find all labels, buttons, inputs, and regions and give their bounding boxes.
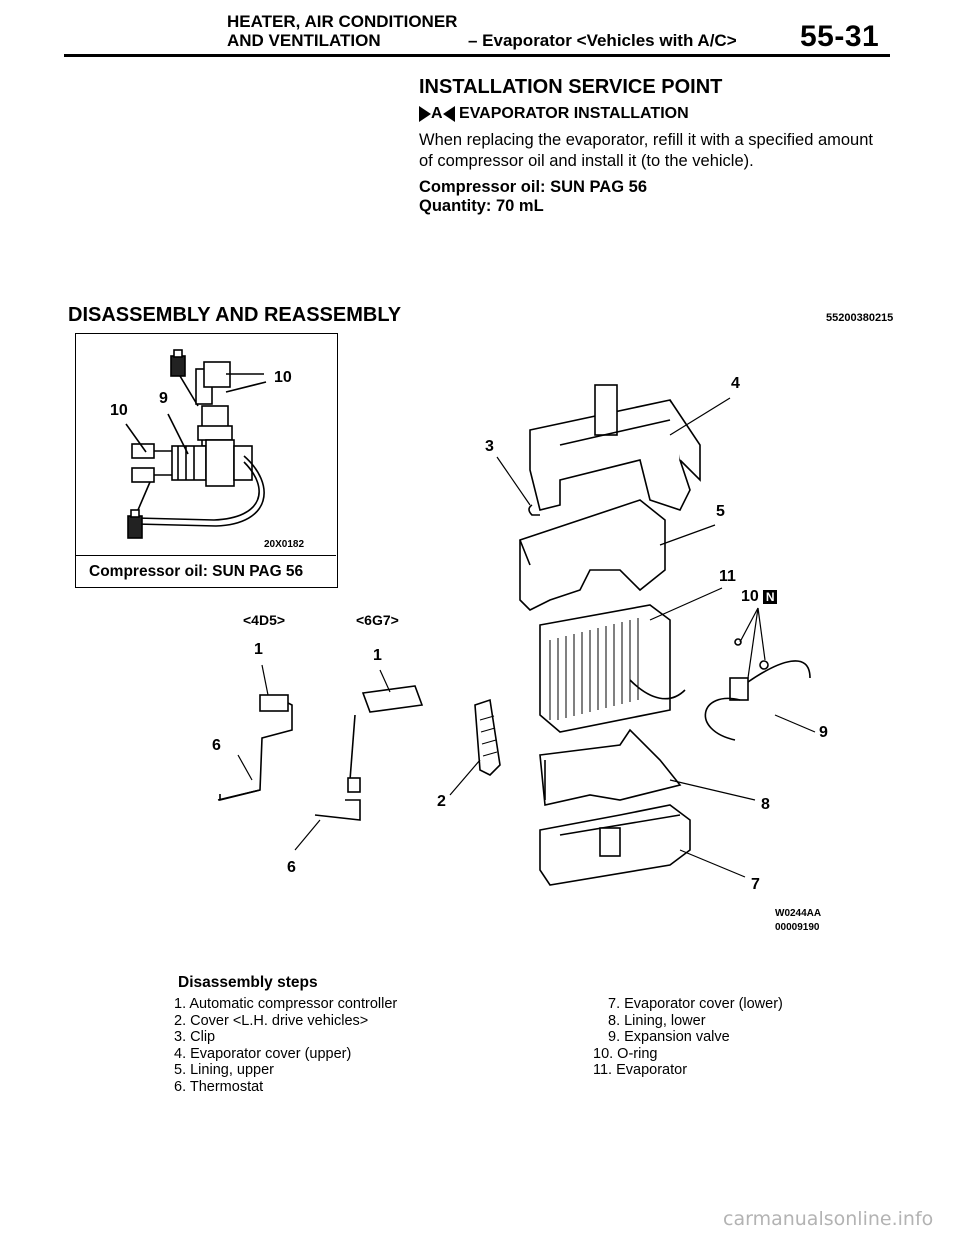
installation-heading: INSTALLATION SERVICE POINT xyxy=(419,76,723,98)
callout-3: 3 xyxy=(485,438,494,455)
step-item: 7. Evaporator cover (lower) xyxy=(608,996,783,1012)
spec-quantity: Quantity: 70 mL xyxy=(419,197,544,215)
header-rule xyxy=(64,54,890,57)
callout-4: 4 xyxy=(731,375,740,392)
disassembly-code: 55200380215 xyxy=(826,312,894,324)
callout-9: 9 xyxy=(819,724,828,741)
inset-caption: Compressor oil: SUN PAG 56 xyxy=(89,563,304,580)
header-section-line1: HEATER, AIR CONDITIONER xyxy=(227,12,458,31)
callout-11: 11 xyxy=(719,568,736,585)
diagram-code-2: 00009190 xyxy=(775,922,820,933)
expansion-valve-illustration xyxy=(125,349,267,539)
step-item: 11. Evaporator xyxy=(593,1062,688,1078)
spec-compressor-oil: Compressor oil: SUN PAG 56 xyxy=(419,178,647,196)
steps-left-list: 1. Automatic compressor controller 2. Co… xyxy=(174,996,397,1095)
callout-8: 8 xyxy=(761,796,770,813)
callout-6-4d5: 6 xyxy=(212,737,221,754)
arrow-left-icon xyxy=(442,105,455,122)
step-item: 2. Cover <L.H. drive vehicles> xyxy=(174,1012,369,1029)
callout-6-6g7: 6 xyxy=(287,859,296,876)
variant-label-4d5: <4D5> xyxy=(243,612,286,628)
callout-7: 7 xyxy=(751,876,760,893)
installation-paragraph-line1: When replacing the evaporator, refill it… xyxy=(419,131,873,149)
installation-paragraph-line2: of compressor oil and install it (to the… xyxy=(419,152,754,170)
callout-10: 10 N xyxy=(741,588,778,606)
inset-figure-code: 20X0182 xyxy=(264,539,305,550)
new-part-n-icon: N xyxy=(763,589,778,604)
callout-1-4d5: 1 xyxy=(254,641,263,658)
header-section-line2: AND VENTILATION xyxy=(227,31,381,50)
callout-2: 2 xyxy=(437,793,446,810)
variant-label-6g7: <6G7> xyxy=(356,612,399,628)
step-item: 9. Expansion valve xyxy=(608,1029,730,1045)
inset-callout-9: 9 xyxy=(159,390,168,407)
inset-callout-10-right: 10 xyxy=(274,369,292,386)
callout-10-number: 10 xyxy=(741,588,759,605)
watermark: carmanualsonline.info xyxy=(723,1208,934,1230)
inset-callout-10-left: 10 xyxy=(110,402,128,419)
disassembly-heading: DISASSEMBLY AND REASSEMBLY xyxy=(68,304,402,326)
inset-figure: 10 9 10 20X0182 Compressor oil: SUN PAG … xyxy=(75,333,338,588)
step-item: 10. O-ring xyxy=(593,1045,658,1062)
installation-subheading-text: EVAPORATOR INSTALLATION xyxy=(459,105,689,122)
step-item: 4. Evaporator cover (upper) xyxy=(174,1045,352,1062)
installation-subheading: A EVAPORATOR INSTALLATION xyxy=(419,105,689,123)
step-item: 1. Automatic compressor controller xyxy=(174,996,398,1012)
steps-right-list: 7. Evaporator cover (lower) 8. Lining, l… xyxy=(593,996,783,1079)
step-item: 5. Lining, upper xyxy=(174,1062,274,1078)
steps-title: Disassembly steps xyxy=(178,974,318,991)
installation-mark: A xyxy=(431,105,443,122)
evaporator-exploded-diagram xyxy=(217,384,816,886)
page-number: 55-31 xyxy=(800,20,880,53)
diagram-code-1: W0244AA xyxy=(775,908,822,919)
step-item: 8. Lining, lower xyxy=(608,1012,706,1029)
callout-1-6g7: 1 xyxy=(373,647,382,664)
step-item: 3. Clip xyxy=(174,1029,216,1045)
header-subtitle: – Evaporator <Vehicles with A/C> xyxy=(468,31,737,50)
step-item: 6. Thermostat xyxy=(174,1078,264,1095)
callout-5: 5 xyxy=(716,503,725,520)
arrow-right-icon xyxy=(419,105,431,122)
inset-divider xyxy=(76,555,336,556)
